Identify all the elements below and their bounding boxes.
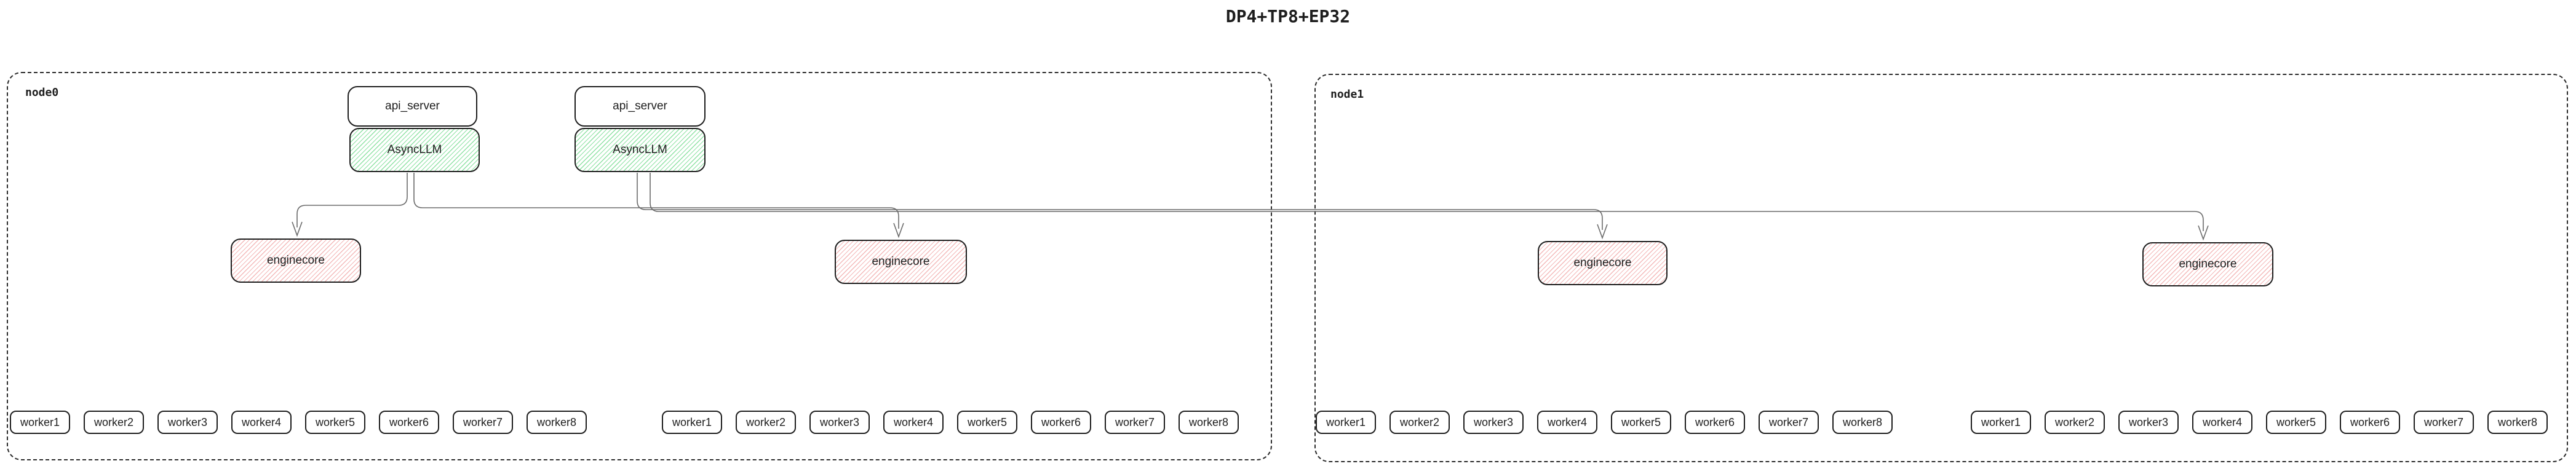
worker-box: worker4	[883, 411, 944, 434]
node0-container	[7, 72, 1272, 460]
worker-box: worker6	[379, 411, 439, 434]
worker-box: worker7	[1105, 411, 1165, 434]
worker-box: worker5	[957, 411, 1017, 434]
worker-box: worker8	[1832, 411, 1893, 434]
worker-box: worker6	[1031, 411, 1091, 434]
worker-box: worker2	[1389, 411, 1450, 434]
node0-label: node0	[25, 86, 59, 99]
worker-box: worker3	[2118, 411, 2179, 434]
worker-box: worker3	[809, 411, 870, 434]
worker-box: worker1	[10, 411, 70, 434]
node1-container	[1314, 74, 2568, 462]
asyncllm-2-box: AsyncLLM	[574, 128, 706, 172]
enginecore-2-box: enginecore	[835, 240, 967, 284]
enginecore-3-box: enginecore	[1538, 241, 1668, 285]
worker-box: worker1	[1971, 411, 2031, 434]
worker-box: worker5	[305, 411, 365, 434]
worker-box: worker2	[84, 411, 144, 434]
worker-box: worker4	[2192, 411, 2252, 434]
worker-box: worker8	[2487, 411, 2548, 434]
worker-box: worker2	[736, 411, 796, 434]
enginecore-4-box: enginecore	[2142, 242, 2273, 286]
worker-box: worker4	[231, 411, 292, 434]
worker-box: worker8	[1179, 411, 1239, 434]
worker-box: worker5	[2266, 411, 2326, 434]
worker-group-node0-1: worker1 worker2 worker3 worker4 worker5 worke…	[10, 411, 587, 434]
asyncllm-1-box: AsyncLLM	[349, 128, 480, 172]
worker-box: worker6	[1685, 411, 1745, 434]
api-server-2-box: api_server	[574, 86, 706, 127]
worker-box: worker7	[1759, 411, 1819, 434]
worker-group-node1-2: worker1 worker2 worker3 worker4 worker5 worke…	[1971, 411, 2548, 434]
diagram-title: DP4+TP8+EP32	[1225, 6, 1351, 26]
worker-box: worker3	[157, 411, 218, 434]
worker-box: worker1	[662, 411, 722, 434]
worker-box: worker4	[1537, 411, 1597, 434]
worker-group-node0-2: worker1 worker2 worker3 worker4 worker5 worke…	[662, 411, 1239, 434]
worker-box: worker7	[453, 411, 513, 434]
worker-box: worker1	[1316, 411, 1376, 434]
worker-box: worker5	[1611, 411, 1671, 434]
worker-box: worker8	[527, 411, 587, 434]
worker-group-node1-1: worker1 worker2 worker3 worker4 worker5 worke…	[1316, 411, 1893, 434]
enginecore-1-box: enginecore	[231, 238, 361, 283]
worker-box: worker6	[2340, 411, 2400, 434]
worker-box: worker7	[2414, 411, 2474, 434]
api-server-1-box: api_server	[348, 86, 477, 127]
worker-box: worker3	[1463, 411, 1524, 434]
node1-label: node1	[1330, 88, 1364, 101]
worker-box: worker2	[2045, 411, 2105, 434]
